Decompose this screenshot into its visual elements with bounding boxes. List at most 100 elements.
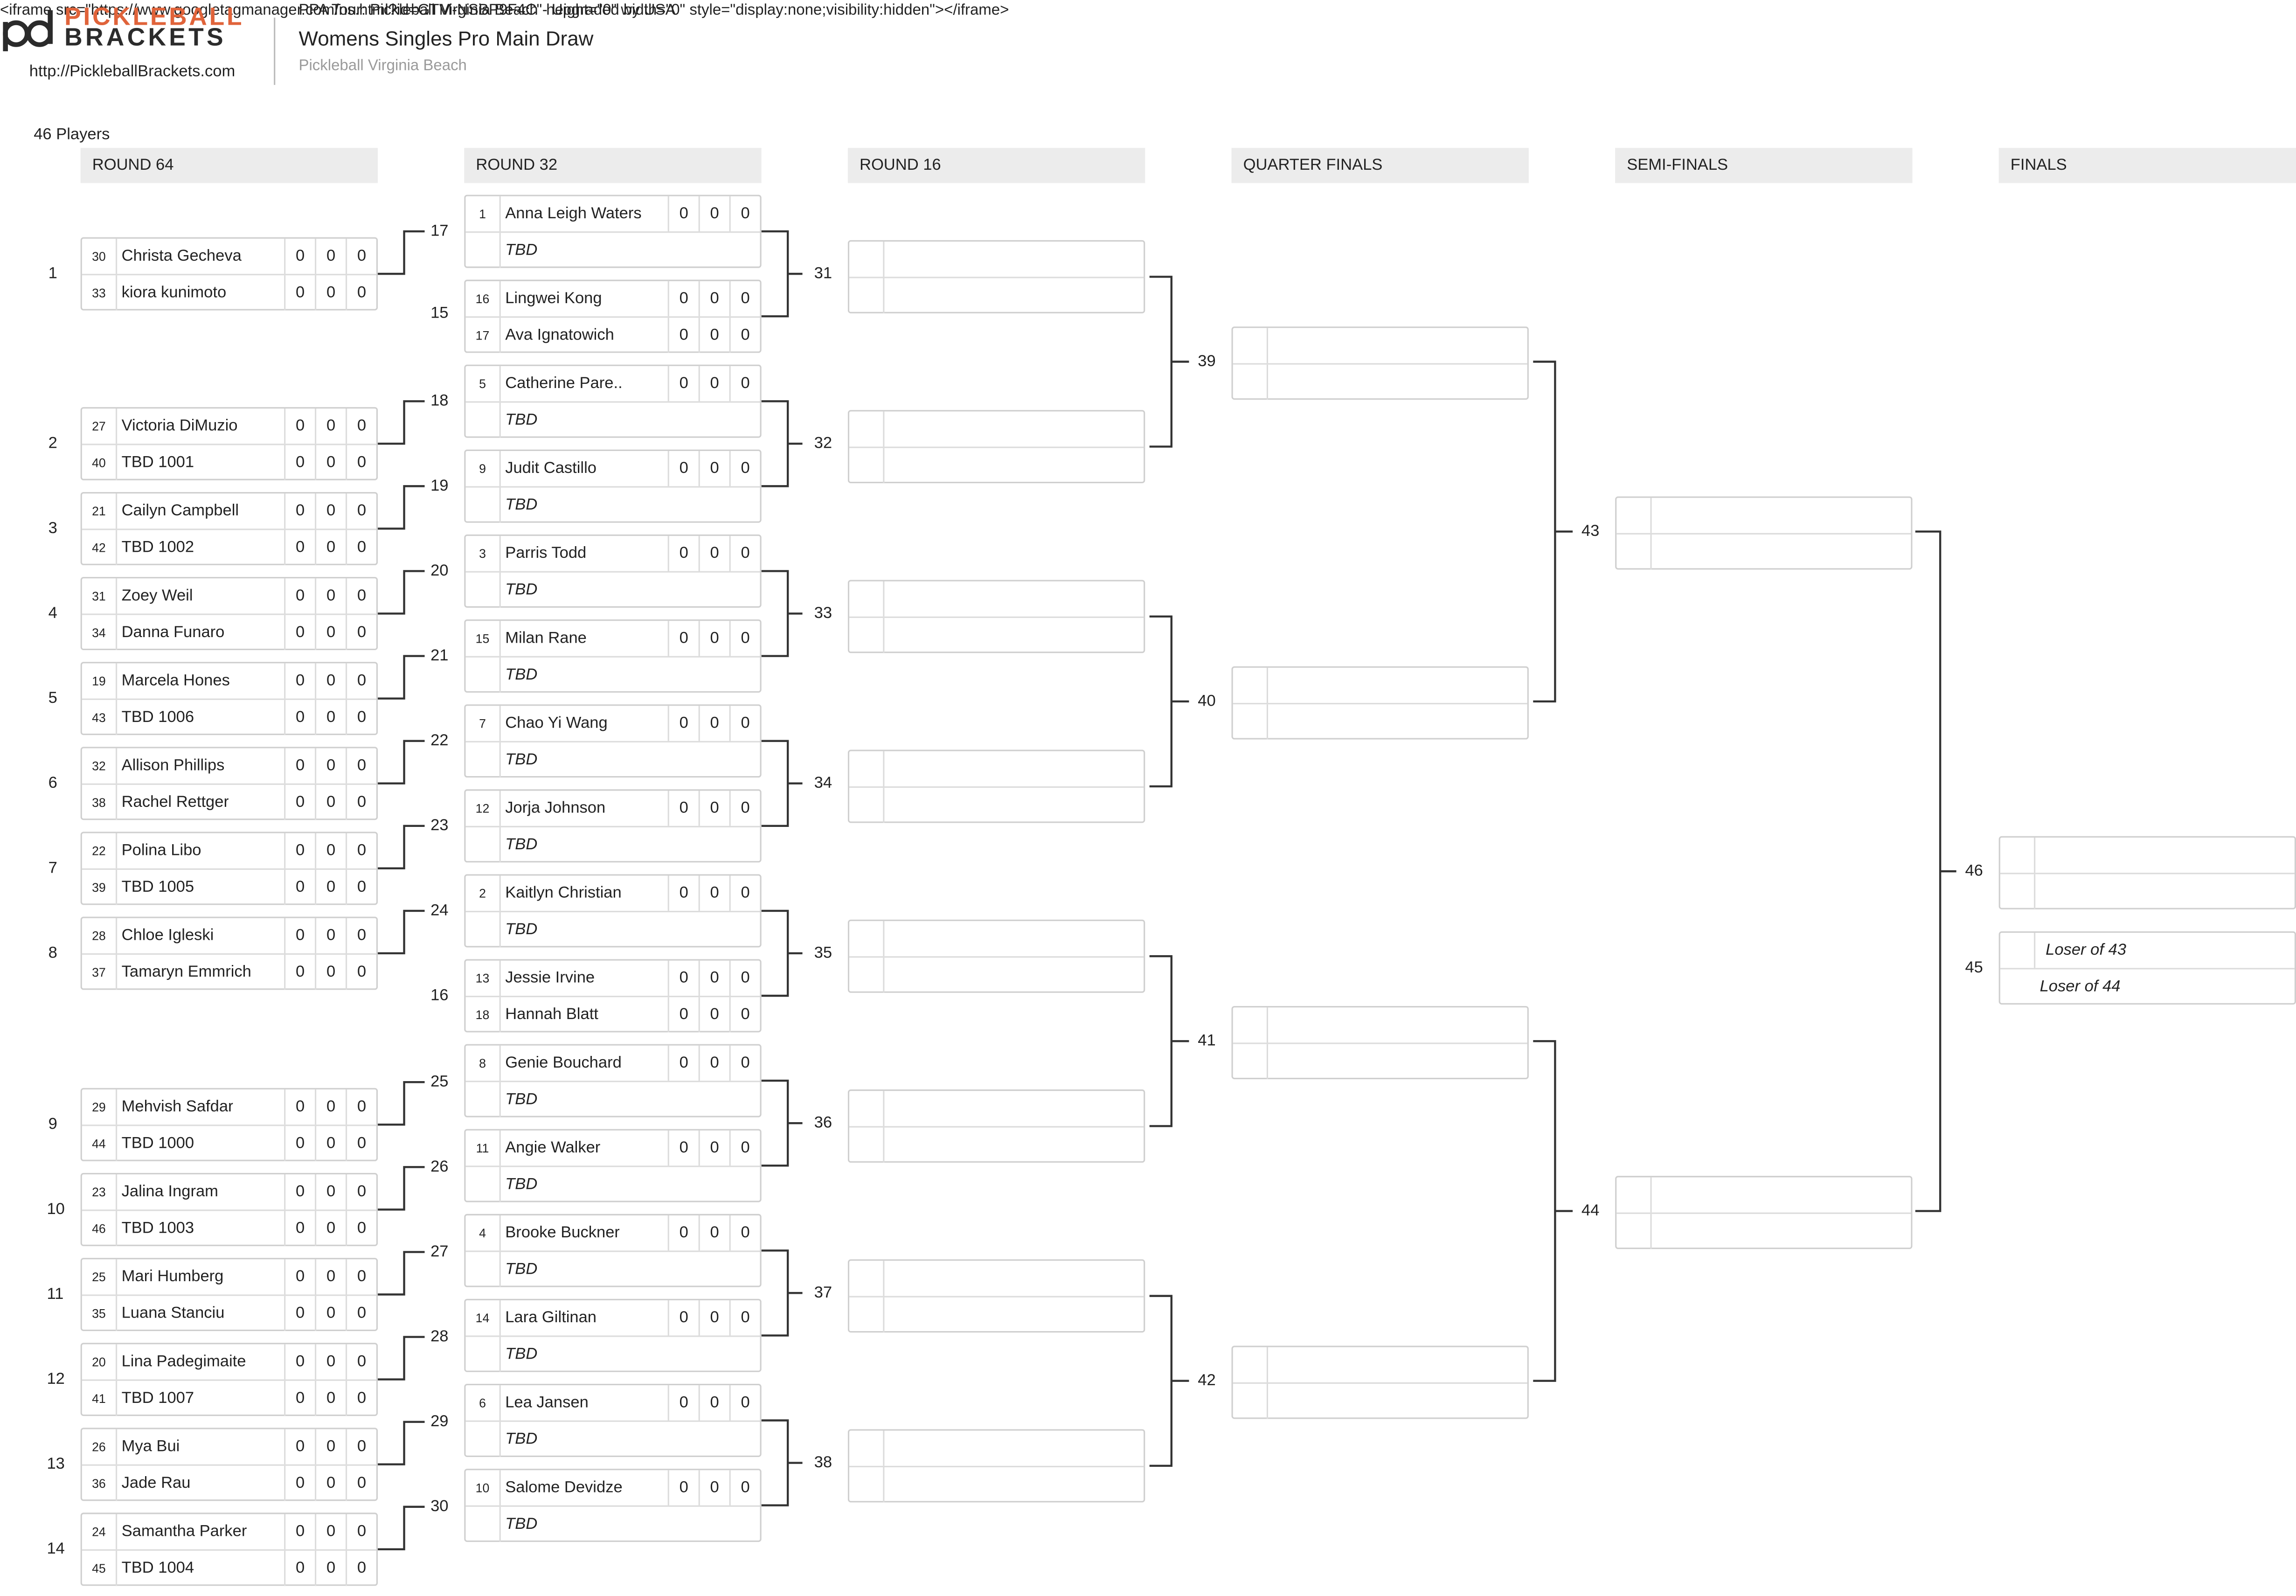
player-row[interactable]: TBD — [465, 571, 760, 608]
player-row[interactable] — [1233, 667, 1527, 703]
player-row[interactable]: TBD — [465, 1335, 760, 1372]
player-name[interactable]: Cailyn Campbell — [121, 502, 239, 520]
player-name[interactable]: Samantha Parker — [121, 1523, 247, 1540]
player-row[interactable] — [1233, 1007, 1527, 1043]
player-name[interactable]: TBD — [505, 1261, 538, 1278]
player-name[interactable]: Zoey Weil — [121, 587, 193, 605]
round16-match[interactable] — [847, 580, 1145, 653]
player-row[interactable] — [849, 446, 1144, 484]
player-row[interactable] — [849, 786, 1144, 823]
quarterfinal-match[interactable] — [1231, 1006, 1529, 1079]
player-row[interactable]: TBD — [465, 910, 760, 948]
player-name[interactable]: Chao Yi Wang — [505, 715, 608, 732]
player-name[interactable]: TBD — [505, 1430, 538, 1449]
pb-logo-icon[interactable] — [3, 9, 53, 53]
player-name[interactable]: Tamaryn Emmrich — [121, 963, 251, 981]
player-name[interactable]: Hannah Blatt — [505, 1006, 598, 1024]
player-name[interactable]: TBD — [505, 1515, 538, 1534]
player-name[interactable]: Parris Todd — [505, 544, 587, 562]
player-row[interactable] — [1233, 1347, 1527, 1382]
player-name[interactable]: Anna Leigh Waters — [505, 205, 642, 223]
round16-match[interactable] — [847, 1089, 1145, 1163]
player-name[interactable]: TBD 1006 — [121, 708, 194, 727]
player-name[interactable]: Brooke Buckner — [505, 1224, 620, 1242]
player-row[interactable]: TBD — [465, 486, 760, 523]
player-name[interactable]: Kaitlyn Christian — [505, 884, 622, 902]
player-row[interactable]: TBD — [465, 401, 760, 438]
player-name[interactable]: TBD 1002 — [121, 539, 194, 557]
player-row[interactable] — [849, 581, 1144, 617]
round16-match[interactable] — [847, 1259, 1145, 1333]
semifinal-match[interactable] — [1615, 1176, 1913, 1249]
player-name[interactable]: Jalina Ingram — [121, 1183, 218, 1201]
player-row[interactable] — [849, 1261, 1144, 1296]
player-row[interactable] — [1616, 1177, 1911, 1213]
player-row[interactable]: TBD — [465, 826, 760, 863]
player-name[interactable]: Jessie Irvine — [505, 969, 595, 987]
player-row[interactable] — [849, 751, 1144, 787]
quarterfinal-match[interactable] — [1231, 666, 1529, 740]
player-row[interactable] — [849, 956, 1144, 993]
player-name[interactable]: TBD — [505, 411, 538, 429]
player-name[interactable]: Salome Devidze — [505, 1479, 623, 1497]
player-name[interactable]: TBD — [505, 581, 538, 599]
player-row[interactable]: Loser of 44 — [2000, 968, 2295, 1003]
round16-match[interactable] — [847, 410, 1145, 484]
player-name[interactable]: TBD — [505, 921, 538, 939]
player-row[interactable] — [849, 242, 1144, 277]
player-name[interactable]: Loser of 44 — [2039, 978, 2121, 996]
player-name[interactable]: Luana Stanciu — [121, 1305, 225, 1323]
player-row[interactable] — [1616, 533, 1911, 570]
player-name[interactable]: Genie Bouchard — [505, 1054, 622, 1072]
player-name[interactable]: Marcela Hones — [121, 672, 230, 690]
player-name[interactable]: TBD — [505, 242, 538, 259]
player-name[interactable]: kiora kunimoto — [121, 284, 227, 302]
player-row[interactable] — [1616, 498, 1911, 533]
player-row[interactable] — [1233, 328, 1527, 363]
player-name[interactable]: Catherine Pare.. — [505, 375, 623, 393]
player-name[interactable]: Lingwei Kong — [505, 290, 602, 308]
round16-match[interactable] — [847, 919, 1145, 993]
player-row[interactable] — [849, 411, 1144, 447]
player-name[interactable]: TBD 1004 — [121, 1559, 194, 1577]
player-row[interactable] — [849, 1091, 1144, 1126]
player-name[interactable]: TBD — [505, 1176, 538, 1194]
player-row[interactable] — [1233, 363, 1527, 400]
player-row[interactable]: TBD — [465, 231, 760, 268]
player-name[interactable]: Mya Bui — [121, 1438, 180, 1456]
